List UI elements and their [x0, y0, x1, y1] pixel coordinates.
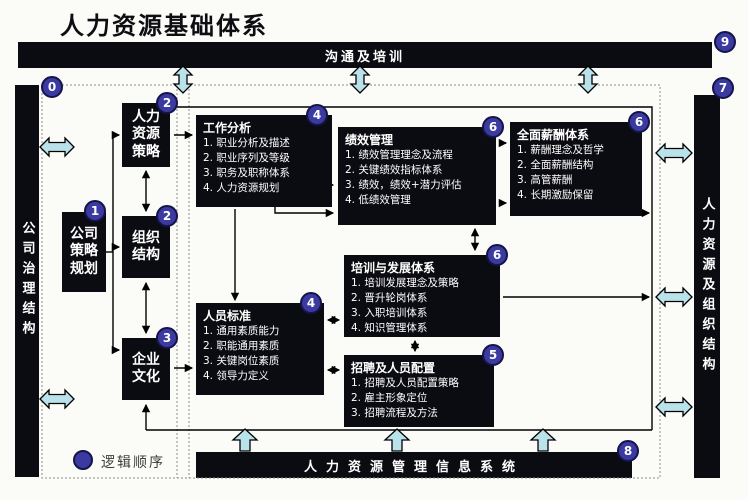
- training-box: 培训与发展体系 1. 培训发展理念及策略 2. 晋升轮岗体系 3. 入职培训体系…: [344, 255, 500, 337]
- compensation-title: 全面薪酬体系: [517, 128, 590, 142]
- sequence-badge-right-bar: 7: [712, 77, 734, 99]
- list-item: 4. 领导力定义: [203, 369, 269, 382]
- list-item: 2. 全面薪酬结构: [517, 159, 594, 172]
- org-structure-box: 组织结构: [122, 216, 170, 278]
- hr-org-structure-label: 人力资源及组织结构: [699, 196, 715, 377]
- sequence-badge-performance: 6: [482, 116, 504, 138]
- recruiting-box: 招聘及人员配置 1. 招聘及人员配置策略 2. 雇主形象定位 3. 招聘流程及方…: [344, 355, 494, 427]
- dashed-frame: [41, 84, 661, 479]
- list-item: 2. 职业序列及等级: [203, 152, 290, 165]
- page-title: 人力资源基础体系: [60, 12, 268, 40]
- sequence-badge-compensation: 6: [628, 111, 650, 133]
- hr-strategy-box: 人力资源策略: [122, 103, 170, 167]
- list-item: 1. 职业分析及描述: [203, 137, 290, 150]
- hr-org-structure-bar: 人力资源及组织结构: [694, 95, 720, 478]
- sequence-badge-corp-culture: 3: [156, 327, 178, 349]
- list-item: 3. 职务及职称体系: [203, 167, 290, 179]
- hr-information-system-bar: 人力资源管理信息系统: [196, 452, 632, 478]
- list-item: 1. 培训发展理念及策略: [351, 277, 459, 290]
- sequence-badge-recruiting: 5: [482, 344, 504, 366]
- performance-title: 绩效管理: [345, 133, 394, 147]
- training-title: 培训与发展体系: [351, 261, 436, 275]
- list-item: 3. 高管薪酬: [517, 174, 573, 186]
- sequence-badge-company-strategy: 1: [84, 200, 106, 222]
- corporate-governance-bar: 公司治理结构: [15, 85, 39, 477]
- legend-label: 逻辑顺序: [101, 455, 165, 471]
- list-item: 1. 招聘及人员配置策略: [351, 377, 459, 390]
- org-structure-label: 组织结构: [131, 229, 160, 264]
- list-item: 2. 关键绩效指标体系: [345, 164, 443, 177]
- people-standard-box: 人员标准 1. 通用素质能力 2. 职能通用素质 3. 关键岗位素质 4. 领导…: [196, 303, 324, 395]
- list-item: 1. 绩效管理理念及流程: [345, 149, 453, 162]
- sequence-badge-job-analysis: 4: [306, 104, 328, 126]
- list-item: 3. 关键岗位素质: [203, 355, 280, 367]
- sequence-badge-training: 6: [486, 244, 508, 266]
- sequence-badge-frame: 0: [41, 76, 63, 98]
- job-analysis-title: 工作分析: [203, 121, 252, 135]
- hr-strategy-label: 人力资源策略: [131, 108, 160, 160]
- recruiting-title: 招聘及人员配置: [351, 361, 436, 375]
- list-item: 1. 通用素质能力: [203, 325, 280, 338]
- corp-culture-box: 企业文化: [122, 338, 170, 400]
- communication-training-bar: 沟通及培训: [18, 42, 712, 68]
- corporate-governance-label: 公司治理结构: [19, 221, 35, 341]
- legend-dot-icon: [73, 450, 93, 470]
- sequence-badge-hr-strategy: 2: [156, 92, 178, 114]
- people-standard-title: 人员标准: [203, 309, 252, 323]
- sequence-badge-top-bar: 9: [714, 31, 736, 53]
- corp-culture-label: 企业文化: [131, 351, 160, 386]
- list-item: 2. 职能通用素质: [203, 340, 280, 353]
- list-item: 3. 绩效，绩效+潜力评估: [345, 179, 462, 191]
- list-item: 4. 人力资源规划: [203, 181, 280, 194]
- list-item: 4. 知识管理体系: [351, 321, 428, 334]
- communication-training-label: 沟通及培训: [324, 49, 405, 65]
- company-strategy-box: 公司策略规划: [62, 212, 106, 292]
- sequence-badge-bottom-bar: 8: [617, 440, 639, 462]
- list-item: 4. 长期激励保留: [517, 188, 594, 201]
- list-item: 1. 薪酬理念及哲学: [517, 144, 604, 157]
- list-item: 3. 招聘流程及方法: [351, 407, 438, 419]
- job-analysis-box: 工作分析 1. 职业分析及描述 2. 职业序列及等级 3. 职务及职称体系 4.…: [196, 115, 332, 207]
- list-item: 4. 低绩效管理: [345, 193, 411, 206]
- exchange-arrow-icons: [39, 65, 693, 452]
- list-item: 2. 晋升轮岗体系: [351, 292, 428, 305]
- compensation-box: 全面薪酬体系 1. 薪酬理念及哲学 2. 全面薪酬结构 3. 高管薪酬 4. 长…: [510, 122, 642, 216]
- sequence-badge-people-standard: 4: [300, 292, 322, 314]
- sequence-badge-org-structure: 2: [156, 205, 178, 227]
- list-item: 2. 雇主形象定位: [351, 392, 428, 405]
- list-item: 3. 入职培训体系: [351, 307, 428, 319]
- hr-information-system-label: 人力资源管理信息系统: [303, 459, 524, 475]
- company-strategy-label: 公司策略规划: [69, 225, 98, 277]
- performance-box: 绩效管理 1. 绩效管理理念及流程 2. 关键绩效指标体系 3. 绩效，绩效+潜…: [338, 127, 496, 225]
